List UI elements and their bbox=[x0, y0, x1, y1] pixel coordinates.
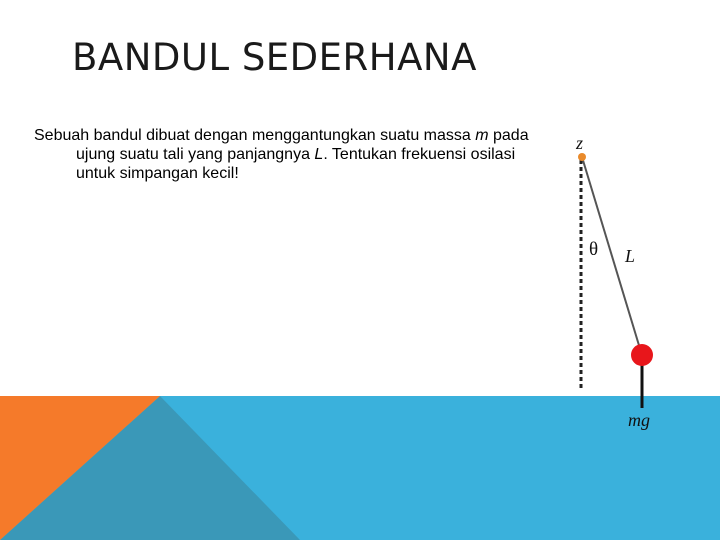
problem-part-2: pada ujung suatu tali yang panjangnya bbox=[76, 127, 529, 164]
pivot-point bbox=[578, 153, 586, 161]
pendulum-string bbox=[581, 156, 642, 353]
pivot-label: z bbox=[576, 133, 584, 153]
force-label: mg bbox=[628, 410, 650, 430]
angle-label: θ bbox=[589, 239, 599, 260]
footer-band bbox=[0, 396, 720, 540]
length-symbol: L bbox=[314, 146, 324, 164]
footer-band-orange bbox=[0, 396, 160, 540]
problem-part-3: . Tentukan frekuensi osilasi untuk simpa… bbox=[76, 146, 516, 183]
problem-text: Sebuah bandul dibuat dengan menggantungk… bbox=[34, 126, 554, 184]
length-label: L bbox=[625, 246, 636, 266]
slide-title: BANDUL SEDERHANA bbox=[72, 36, 477, 79]
pendulum-bob bbox=[631, 344, 653, 366]
mass-symbol: m bbox=[475, 127, 489, 144]
problem-part-1: Sebuah bandul dibuat dengan menggantungk… bbox=[34, 127, 476, 144]
footer-band-dark bbox=[0, 396, 300, 540]
